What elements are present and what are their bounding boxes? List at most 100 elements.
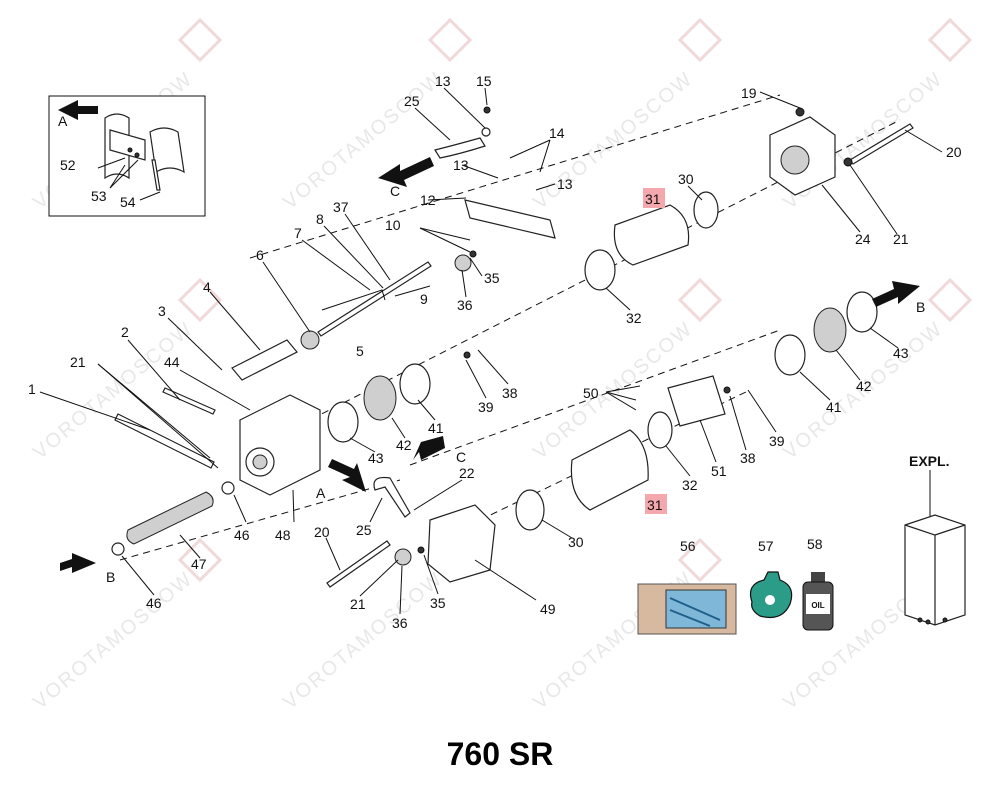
- o-ring-part: [515, 489, 545, 531]
- part-label-21: 21: [70, 354, 86, 370]
- part-label-14: 14: [549, 125, 565, 141]
- seal-ring-part: [774, 334, 806, 376]
- part-label-43: 43: [368, 450, 384, 466]
- part-label-36: 36: [392, 615, 408, 631]
- part-label-9: 9: [420, 291, 428, 307]
- expl-label: EXPL.: [909, 453, 949, 469]
- end-cap-part: [427, 504, 496, 583]
- part-label-41: 41: [826, 399, 842, 415]
- part-label-46: 46: [234, 527, 250, 543]
- seal-ring-part: [327, 401, 359, 443]
- bolt-part: [326, 540, 391, 588]
- plate-part: [464, 199, 556, 239]
- explosion-proof-box: EXPL.: [904, 453, 966, 626]
- arrow-icon: [378, 157, 434, 187]
- flow-arrows: [58, 100, 920, 573]
- seal-ring-part: [584, 249, 616, 291]
- leader-lines: [39, 87, 943, 615]
- part-label-36: 36: [457, 297, 473, 313]
- part-label-4: 4: [203, 279, 211, 295]
- part-label-25: 25: [404, 93, 420, 109]
- part-label-47: 47: [191, 556, 207, 572]
- part-label-56: 56: [680, 538, 696, 554]
- gasket-kit: [637, 583, 737, 635]
- nut-part: [394, 548, 412, 566]
- part-label-30: 30: [568, 534, 584, 550]
- nut-part: [454, 254, 472, 272]
- part-label-15: 15: [476, 73, 492, 89]
- bolt-part: [162, 387, 216, 415]
- watermark-text: VOROTAMOSCOW: [279, 568, 447, 714]
- o-ring-part: [647, 411, 673, 449]
- marker-label: A: [58, 113, 68, 129]
- diagram-title: 760 SR: [447, 736, 554, 772]
- piston-head-part: [813, 307, 847, 353]
- part-label-39: 39: [769, 433, 785, 449]
- part-label-13: 13: [453, 157, 469, 173]
- arrow-icon: [60, 553, 96, 573]
- bracket-part: [231, 339, 298, 381]
- arrow-icon: [328, 459, 366, 492]
- highlight-31-top: [643, 188, 665, 208]
- parts: [111, 106, 914, 588]
- part-label-21: 21: [893, 231, 909, 247]
- part-label-48: 48: [275, 527, 291, 543]
- part-label-1: 1: [28, 381, 36, 397]
- part-label-2: 2: [121, 324, 129, 340]
- gear-part: [300, 330, 320, 350]
- part-label-20: 20: [314, 524, 330, 540]
- seal-ring-part: [846, 291, 878, 333]
- highlight-31-bottom: [645, 494, 667, 514]
- part-label-38: 38: [740, 450, 756, 466]
- part-label-8: 8: [316, 211, 324, 227]
- part-label-38: 38: [502, 385, 518, 401]
- arrow-icon: [872, 281, 920, 307]
- watermark-text: VOROTAMOSCOW: [29, 568, 197, 714]
- part-label-24: 24: [855, 231, 871, 247]
- pump-body-part: [239, 394, 321, 496]
- arrow-icon: [413, 436, 445, 460]
- marker-label: B: [916, 299, 925, 315]
- o-ring-part: [693, 191, 719, 229]
- part-label-35: 35: [430, 595, 446, 611]
- cover-plate-part: [667, 375, 726, 427]
- part-label-54: 54: [120, 194, 136, 210]
- part-label-19: 19: [741, 85, 757, 101]
- arrow-icon: [58, 100, 98, 120]
- part-label-46: 46: [146, 595, 162, 611]
- oil-label: OIL: [811, 601, 824, 610]
- watermark-logo-icon: [177, 17, 973, 583]
- grease-bag: [749, 571, 793, 619]
- part-label-3: 3: [158, 303, 166, 319]
- oil-bottle: OIL: [802, 572, 834, 631]
- part-label-5: 5: [356, 343, 364, 359]
- part-label-12: 12: [420, 192, 436, 208]
- part-label-20: 20: [946, 144, 962, 160]
- part-label-13: 13: [557, 176, 573, 192]
- cylinder-tube-part: [613, 204, 690, 266]
- part-label-32: 32: [682, 477, 698, 493]
- part-label-10: 10: [385, 217, 401, 233]
- marker-label: B: [106, 569, 115, 585]
- seal-ring-part: [399, 363, 431, 405]
- part-label-53: 53: [91, 188, 107, 204]
- shaft-part: [317, 261, 432, 337]
- cylinder-tube-part: [570, 429, 649, 511]
- part-label-25: 25: [356, 522, 372, 538]
- bent-pipe-part: [373, 476, 411, 518]
- part-label-6: 6: [256, 247, 264, 263]
- part-label-50: 50: [583, 385, 599, 401]
- part-label-21: 21: [350, 596, 366, 612]
- part-label-52: 52: [60, 157, 76, 173]
- part-label-51: 51: [711, 463, 727, 479]
- part-label-39: 39: [478, 399, 494, 415]
- part-label-42: 42: [396, 437, 412, 453]
- handle-part: [434, 137, 486, 159]
- part-label-13: 13: [435, 73, 451, 89]
- marker-label: C: [390, 183, 400, 199]
- part-label-58: 58: [807, 536, 823, 552]
- part-label-44: 44: [164, 354, 180, 370]
- part-label-42: 42: [856, 378, 872, 394]
- part-label-31: 31: [645, 191, 661, 207]
